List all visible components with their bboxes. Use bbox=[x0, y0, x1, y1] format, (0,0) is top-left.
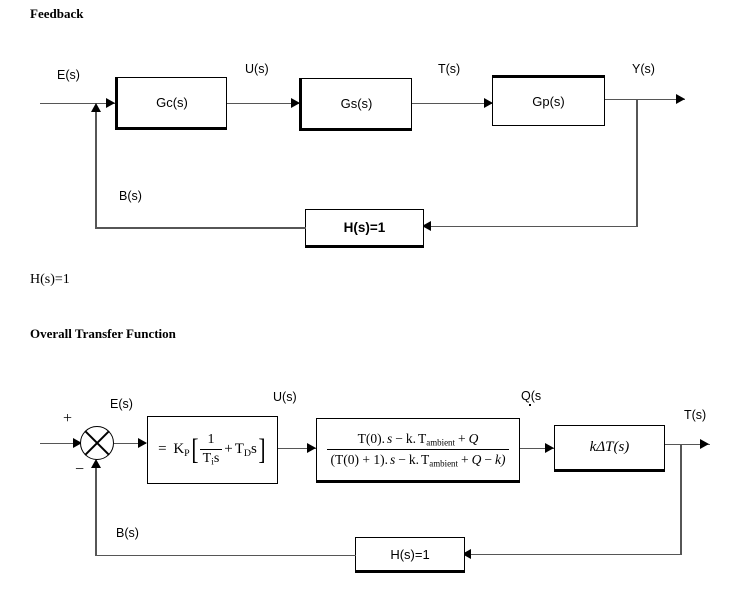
line-controller-to-plant bbox=[278, 447, 316, 450]
signal-label-qs: Q(s bbox=[521, 389, 542, 403]
line-feedback-right bbox=[424, 225, 637, 228]
pid-derivative-s: s bbox=[251, 441, 257, 458]
line-reference-input bbox=[40, 442, 80, 445]
line-sum-to-controller bbox=[114, 442, 146, 445]
block-k-delta-t[interactable]: kΔT(s) bbox=[554, 425, 665, 472]
pid-equals: = bbox=[158, 441, 167, 458]
line-gs-to-gp bbox=[412, 102, 492, 105]
signal-label-qs-mark bbox=[529, 404, 531, 406]
signal-label-ts-2: T(s) bbox=[684, 408, 707, 422]
arrowhead-gp-input bbox=[484, 98, 493, 108]
pid-integral-denominator: Tis bbox=[200, 450, 223, 467]
block-gs-label: Gs(s) bbox=[340, 96, 373, 111]
plant-num-plus: + bbox=[457, 430, 466, 446]
line-output-tap-down bbox=[636, 98, 638, 227]
pid-plus: + bbox=[224, 441, 233, 458]
line-output-tap-down-2 bbox=[680, 443, 682, 555]
arrowhead-controller-input bbox=[138, 438, 147, 448]
block-gp-label: Gp(s) bbox=[532, 94, 565, 109]
pid-controller-expression: = KP[ 1 Tis +TDs] bbox=[158, 432, 267, 467]
plant-num-minus: − bbox=[395, 430, 403, 446]
input-line-es bbox=[40, 102, 115, 105]
plant-den-s: s bbox=[390, 452, 396, 467]
section-heading-overall-transfer-function: Overall Transfer Function bbox=[30, 326, 176, 341]
plant-den-tambient: T bbox=[421, 452, 430, 467]
arrowhead-output-ys bbox=[676, 94, 685, 104]
plant-den-plus: + bbox=[460, 452, 469, 467]
pid-derivative-subscript: D bbox=[243, 448, 252, 460]
pid-derivative-T: T bbox=[234, 441, 244, 458]
pid-gain-subscript: P bbox=[184, 448, 190, 460]
arrowhead-feedback-join-2 bbox=[91, 459, 101, 468]
signal-label-ts: T(s) bbox=[438, 62, 461, 76]
pid-integral-denominator-sub: i bbox=[211, 457, 214, 468]
line-plant-to-gain bbox=[520, 447, 555, 450]
line-feedback-up bbox=[95, 110, 97, 228]
plant-num-t0: T(0). bbox=[357, 430, 386, 446]
arrowhead-gain-input bbox=[545, 443, 554, 453]
arrowhead-output-ts bbox=[700, 439, 709, 449]
pid-integral-fraction: 1 Tis bbox=[199, 432, 223, 467]
block-gs[interactable]: Gs(s) bbox=[299, 78, 412, 131]
block-pid-controller[interactable]: = KP[ 1 Tis +TDs] bbox=[147, 416, 278, 484]
arrowhead-feedback-join bbox=[91, 103, 101, 112]
block-h[interactable]: H(s)=1 bbox=[305, 209, 424, 248]
arrowhead-gs-input bbox=[291, 98, 300, 108]
plant-denominator: (T(0) + 1).s−k.Tambient+Q−k) bbox=[327, 450, 510, 468]
block-gc-label: Gc(s) bbox=[156, 95, 188, 110]
pid-integral-denominator-T: T bbox=[202, 451, 212, 467]
summing-sign-negative: − bbox=[75, 461, 85, 478]
plant-num-q: Q bbox=[468, 430, 479, 446]
line-gp-to-output bbox=[605, 98, 685, 101]
input-arrowhead-es bbox=[106, 98, 115, 108]
note-hs-equals-one: H(s)=1 bbox=[30, 272, 70, 287]
arrowhead-h-input bbox=[422, 221, 431, 231]
signal-label-us: U(s) bbox=[245, 62, 269, 76]
plant-den-q: Q bbox=[471, 452, 482, 467]
line-gc-to-gs bbox=[227, 102, 299, 105]
plant-num-s: s bbox=[387, 430, 393, 446]
signal-label-bs-2: B(s) bbox=[116, 526, 139, 540]
plant-den-k-2: k) bbox=[494, 452, 506, 467]
summing-junction[interactable] bbox=[80, 426, 114, 460]
plant-numerator: T(0).s−k.Tambient+Q bbox=[326, 430, 510, 450]
signal-label-es-2: E(s) bbox=[110, 397, 133, 411]
block-h2-label: H(s)=1 bbox=[390, 546, 430, 562]
signal-label-us-2: U(s) bbox=[273, 390, 297, 404]
block-k-delta-t-label: kΔT(s) bbox=[589, 438, 630, 455]
plant-transfer-fraction: T(0).s−k.Tambient+Q (T(0) + 1).s−k.Tambi… bbox=[326, 430, 510, 468]
block-gc[interactable]: Gc(s) bbox=[115, 77, 227, 130]
plant-den-minus-2: − bbox=[484, 452, 492, 467]
block-gp[interactable]: Gp(s) bbox=[492, 75, 605, 126]
arrowhead-plant-input bbox=[307, 443, 316, 453]
pid-integral-numerator: 1 bbox=[199, 432, 223, 451]
plant-num-k: k. bbox=[405, 430, 417, 446]
signal-label-es: E(s) bbox=[57, 68, 80, 82]
block-plant-transfer-function[interactable]: T(0).s−k.Tambient+Q (T(0) + 1).s−k.Tambi… bbox=[316, 418, 520, 483]
plant-num-tambient: T bbox=[418, 430, 427, 446]
plant-den-t0: (T(0) + 1). bbox=[330, 452, 388, 467]
signal-label-bs: B(s) bbox=[119, 189, 142, 203]
arrowhead-h2-input bbox=[462, 549, 471, 559]
line-feedback-right-2 bbox=[465, 553, 681, 556]
line-gain-to-output bbox=[665, 443, 710, 446]
line-feedback-up-2 bbox=[95, 468, 97, 555]
line-feedback-left-2 bbox=[95, 554, 356, 557]
summing-sign-positive: + bbox=[63, 410, 73, 427]
arrowhead-summing-input bbox=[73, 438, 82, 448]
block-h-label: H(s)=1 bbox=[343, 220, 386, 235]
plant-num-tambient-sub: ambient bbox=[426, 437, 455, 447]
pid-integral-denominator-s: s bbox=[213, 451, 220, 467]
signal-label-ys: Y(s) bbox=[632, 62, 655, 76]
block-h2[interactable]: H(s)=1 bbox=[355, 537, 465, 573]
plant-den-k: k. bbox=[408, 452, 420, 467]
plant-den-minus: − bbox=[398, 452, 406, 467]
line-feedback-left bbox=[95, 227, 306, 229]
section-heading-feedback: Feedback bbox=[30, 6, 84, 21]
plant-den-tambient-sub: ambient bbox=[429, 458, 458, 469]
pid-bracket-close: ] bbox=[258, 432, 266, 466]
pid-bracket-open: [ bbox=[191, 432, 199, 466]
pid-gain: K bbox=[173, 441, 185, 458]
